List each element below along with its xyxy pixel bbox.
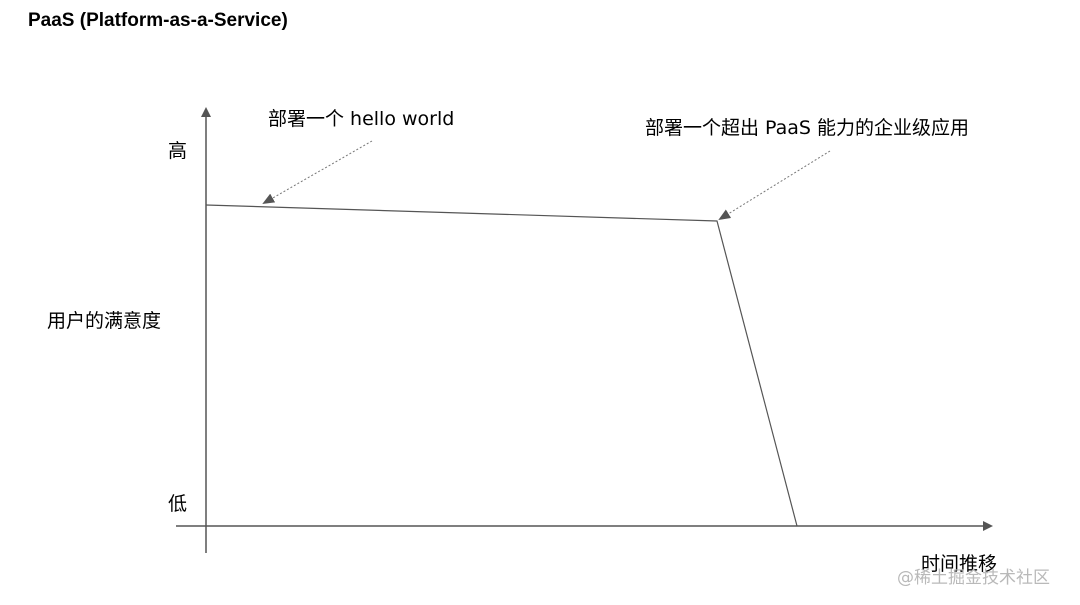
y-axis-name: 用户的满意度 xyxy=(47,310,162,332)
y-axis-high-label: 高 xyxy=(168,140,188,162)
enterprise-app-leader-arrow xyxy=(718,150,831,221)
satisfaction-curve xyxy=(205,204,798,527)
diagram-title: PaaS (Platform-as-a-Service) xyxy=(28,10,288,31)
x-axis-name: 时间推移 xyxy=(921,553,998,575)
y-axis-low-label: 低 xyxy=(168,493,188,515)
hello-world-leader-arrow xyxy=(262,140,373,204)
annotation-hello-world: 部署一个 hello world xyxy=(268,108,455,130)
watermark: @稀土掘金技术社区 xyxy=(897,568,1050,588)
annotation-enterprise-app: 部署一个超出 PaaS 能力的企业级应用 xyxy=(645,117,970,139)
